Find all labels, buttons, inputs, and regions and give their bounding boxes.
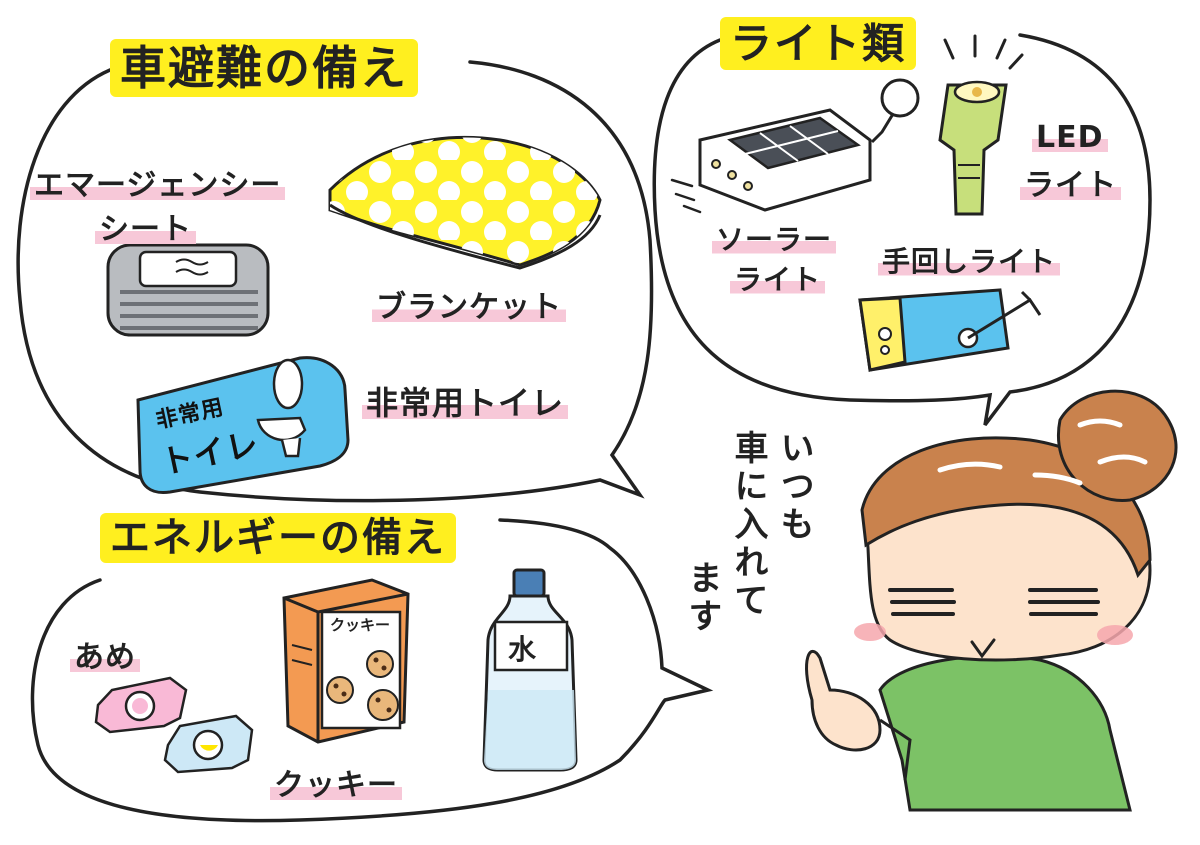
led-flashlight-image	[938, 34, 1024, 216]
car-evac-title: 車避難の備え	[110, 32, 418, 98]
speech-line-3: ます	[682, 560, 722, 636]
emergency-sheet-image	[106, 243, 270, 337]
cookie-box-text: クッキー	[330, 616, 391, 634]
blanket-label: ブランケット	[372, 282, 566, 326]
solar-label-2: ライト	[730, 258, 826, 298]
emergency-sheet-label-1: エマージェンシー	[30, 160, 286, 204]
toilet-pack-image	[136, 356, 350, 495]
cookie-box-image	[282, 578, 410, 744]
candy-pink-image	[94, 676, 188, 734]
solar-light-image	[670, 78, 920, 214]
water-bottle-image	[482, 568, 578, 772]
hand-crank-light-image	[858, 288, 1042, 372]
hand-crank-label: 手回しライト	[878, 240, 1061, 280]
led-label-2: ライト	[1020, 160, 1121, 204]
toilet-label: 非常用トイレ	[362, 378, 569, 424]
led-label-1: LED	[1032, 120, 1108, 155]
cookie-icon	[326, 650, 399, 721]
bubble-lights	[652, 33, 1152, 427]
woman-character	[805, 389, 1178, 812]
blanket-image	[328, 136, 602, 270]
emergency-sheet-label-2: シート	[95, 204, 196, 248]
solar-label-1: ソーラー	[712, 218, 837, 258]
candy-yellow-image	[163, 714, 254, 774]
bubble-car-evac	[16, 60, 654, 503]
speech-line-2: 車に入れて	[728, 430, 768, 620]
bubble-energy	[30, 518, 714, 823]
cookie-label: クッキー	[270, 760, 402, 804]
lights-title: ライト類	[720, 10, 917, 71]
energy-title: エネルギーの備え	[100, 505, 456, 563]
speech-line-1: いつも	[774, 430, 814, 544]
water-bottle-text: 水	[508, 633, 538, 666]
candy-label: あめ	[70, 632, 140, 676]
